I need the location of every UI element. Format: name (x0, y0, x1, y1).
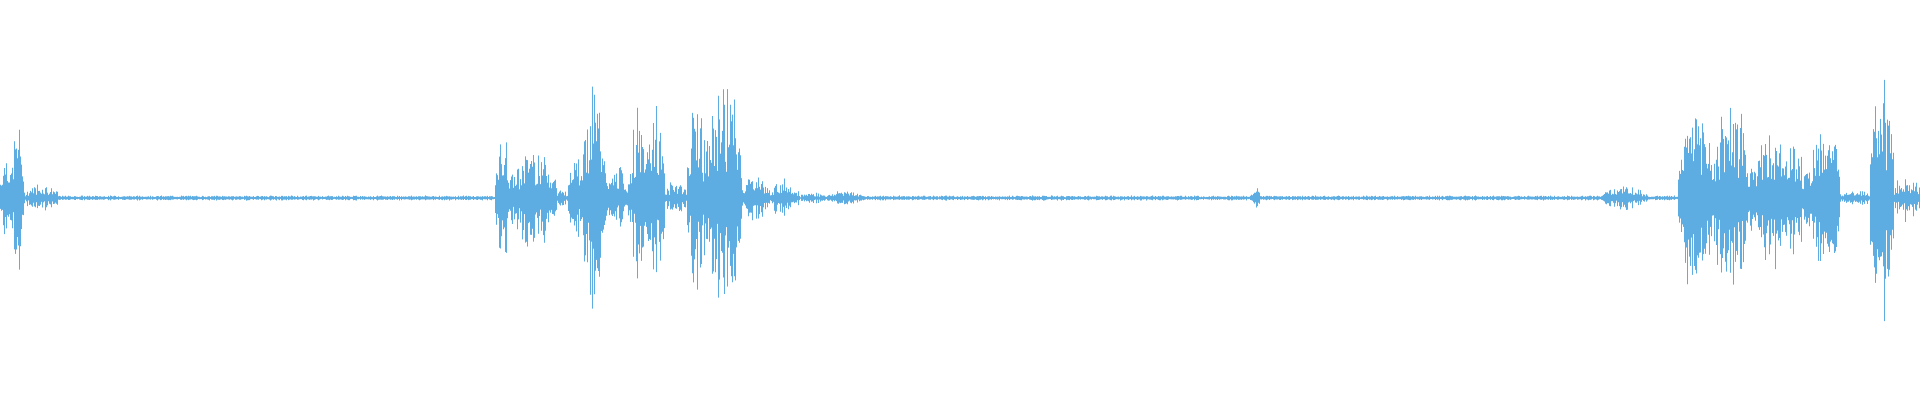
waveform-segment (1893, 179, 1920, 222)
waveform-segment (510, 155, 557, 247)
waveform-segment (23, 184, 58, 211)
waveform-segment (706, 89, 742, 298)
waveform-segment (606, 167, 630, 227)
waveform-segment (1259, 195, 1602, 201)
waveform-segment (568, 159, 580, 237)
waveform-segment (0, 163, 12, 235)
waveform-segment (1870, 79, 1894, 322)
waveform-segment (1601, 186, 1648, 210)
waveform-segment (556, 190, 569, 206)
waveform-segment (11, 129, 24, 270)
waveform-segment (768, 178, 799, 216)
waveform-segment (57, 195, 496, 201)
waveform-segment (1747, 135, 1809, 270)
waveform-segment (1712, 107, 1748, 285)
waveform-segment (1251, 188, 1260, 208)
waveform-segment (579, 86, 607, 309)
waveform-segment (1839, 191, 1871, 205)
waveform-segment (664, 182, 688, 212)
waveform-segment (1647, 195, 1679, 201)
waveform-samples (0, 79, 1920, 322)
waveform-segment (829, 191, 861, 205)
waveform-segment (645, 106, 665, 273)
waveform-segment (687, 112, 707, 290)
waveform-segment (741, 177, 768, 221)
waveform-segment (1678, 118, 1713, 285)
waveform-segment (860, 195, 1252, 201)
waveform-segment (629, 107, 646, 279)
waveform-segment (798, 192, 830, 204)
waveform-segment (495, 142, 511, 253)
waveform-segment (1808, 134, 1840, 261)
